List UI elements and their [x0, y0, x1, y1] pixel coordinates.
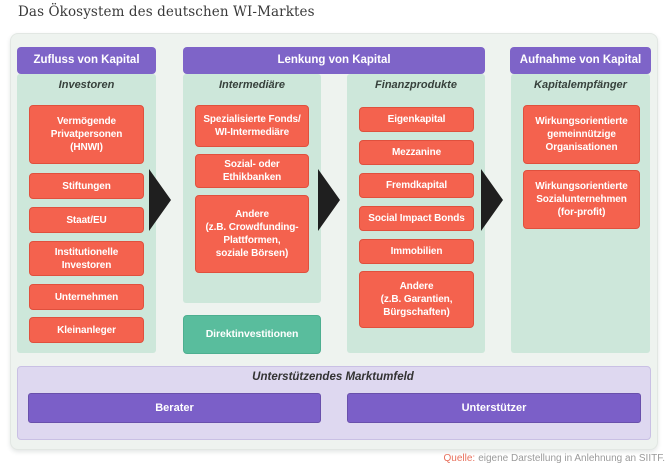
panel-subtitle-kapitalempfaenger: Kapitalempfänger — [534, 79, 627, 91]
flow-arrow-icon — [149, 169, 171, 231]
item-unternehmen: Unternehmen — [29, 284, 144, 310]
item-eigenkapital: Eigenkapital — [359, 107, 474, 132]
flow-arrow-icon — [481, 169, 503, 231]
source-line: Quelle:eigene Darstellung in Anlehnung a… — [444, 453, 665, 464]
item-spezialisierte-fonds-wi-intermediaere: Spezialisierte Fonds/ WI-Intermediäre — [195, 105, 309, 147]
panel-subtitle-intermediaere: Intermediäre — [218, 79, 286, 91]
item-staat-eu: Staat/EU — [29, 207, 144, 233]
item-wirkungsorientierte-gemeinnuetzige-organisationen: Wirkungsorientierte gemeinnützige Organi… — [523, 105, 640, 164]
column-header-zufluss-von-kapital: Zufluss von Kapital — [17, 47, 156, 74]
berater-box: Berater — [28, 393, 321, 423]
panel-subtitle-investoren: Investoren — [58, 79, 115, 91]
diagram-title: Das Ökosystem des deutschen WI-Marktes — [18, 4, 315, 20]
column-header-aufnahme-von-kapital: Aufnahme von Kapital — [510, 47, 651, 74]
item-wirkungsorientierte-sozialunternehmen: Wirkungsorientierte Sozialunternehmen (f… — [523, 170, 640, 229]
panel-subtitle-finanzprodukte: Finanzprodukte — [375, 79, 457, 91]
item-sozial-oder-ethikbanken: Sozial- oder Ethikbanken — [195, 154, 309, 188]
item-stiftungen: Stiftungen — [29, 173, 144, 199]
item-kleinanleger: Kleinanleger — [29, 317, 144, 343]
diagram-board: Zufluss von Kapital Lenkung von Kapital … — [10, 33, 658, 450]
item-andere-crowdfunding: Andere (z.B. Crowdfunding- Plattformen, … — [195, 195, 309, 273]
source-label: Quelle: — [443, 453, 476, 464]
item-vermoegende-privatpersonen: Vermögende Privatpersonen (HNWI) — [29, 105, 144, 164]
item-social-impact-bonds: Social Impact Bonds — [359, 206, 474, 231]
item-fremdkapital: Fremdkapital — [359, 173, 474, 198]
item-mezzanine: Mezzanine — [359, 140, 474, 165]
market-environment-title: Unterstützendes Marktumfeld — [252, 371, 414, 383]
source-text: eigene Darstellung in Anlehnung an SIITF… — [478, 453, 665, 464]
item-direktinvestitionen: Direktinvestitionen — [183, 315, 321, 354]
flow-arrow-icon — [318, 169, 340, 231]
item-immobilien: Immobilien — [359, 239, 474, 264]
item-institutionelle-investoren: Institutionelle Investoren — [29, 241, 144, 276]
unterstuetzer-box: Unterstützer — [347, 393, 641, 423]
column-header-lenkung-von-kapital: Lenkung von Kapital — [183, 47, 485, 74]
item-andere-garantien: Andere (z.B. Garantien, Bürgschaften) — [359, 271, 474, 328]
